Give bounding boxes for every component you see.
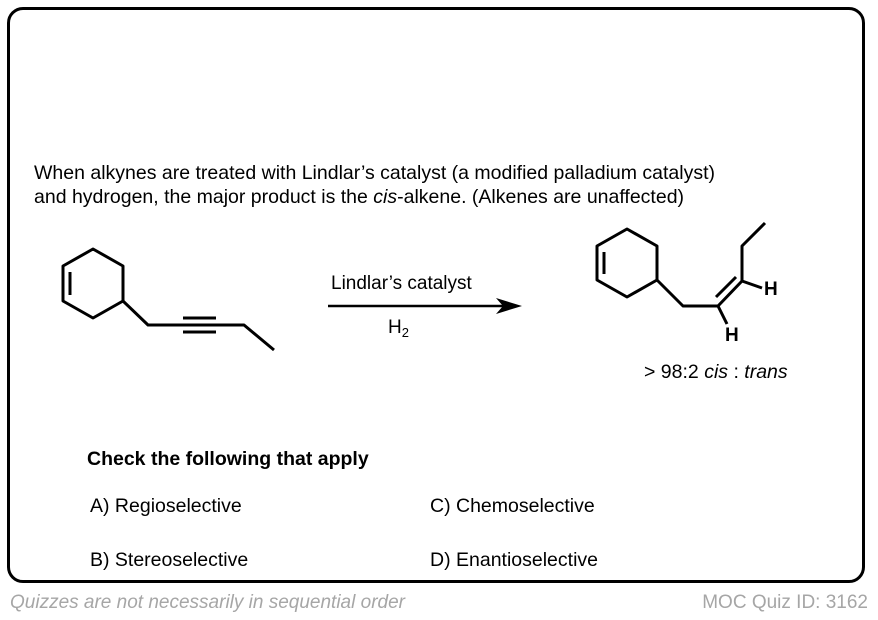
quiz-card <box>7 7 865 583</box>
reagent-hydrogen-subscript: 2 <box>401 325 409 340</box>
reagent-hydrogen-symbol: H <box>388 317 402 338</box>
reagent-catalyst-label: Lindlar’s catalyst <box>331 273 472 294</box>
product-hydrogen-2: H <box>725 325 739 346</box>
product-h-bond-1 <box>741 279 763 290</box>
question-prompt: Check the following that apply <box>87 448 369 470</box>
intro-line-2-start: and hydrogen, the major product is the <box>34 186 374 208</box>
intro-line-2: and hydrogen, the major product is the c… <box>34 185 715 209</box>
ratio-cis: cis <box>704 361 729 383</box>
reaction-arrow <box>328 298 522 314</box>
option-b-stereoselective[interactable]: B) Stereoselective <box>90 549 249 571</box>
quiz-id: MOC Quiz ID: 3162 <box>702 592 868 613</box>
reagent-hydrogen-label: H2 <box>388 317 409 340</box>
reactant-side-chain <box>121 299 275 352</box>
intro-line-1: When alkynes are treated with Lindlar’s … <box>34 162 716 184</box>
intro-line-2-end: -alkene. (Alkenes are unaffected) <box>397 186 685 208</box>
intro-text: When alkynes are treated with Lindlar’s … <box>34 161 715 209</box>
cis-trans-ratio: > 98:2 cis : trans <box>644 361 788 384</box>
product-alkene-double-bond <box>714 275 738 299</box>
ratio-separator: : <box>728 361 745 383</box>
option-a-regioselective[interactable]: A) Regioselective <box>90 495 242 517</box>
reactant-cyclohexene-ring <box>61 247 125 320</box>
product-structure <box>595 221 767 325</box>
footer-note: Quizzes are not necessarily in sequentia… <box>10 592 405 613</box>
product-h-bond-2 <box>716 305 729 325</box>
ratio-value: > 98:2 <box>644 361 705 383</box>
option-d-enantioselective[interactable]: D) Enantioselective <box>430 549 598 571</box>
product-side-chain <box>655 221 767 308</box>
product-cyclohexene-ring <box>595 227 659 299</box>
product-hydrogen-1: H <box>764 279 778 300</box>
arrowhead-icon <box>496 298 522 314</box>
ratio-trans: trans <box>744 361 788 383</box>
option-c-chemoselective[interactable]: C) Chemoselective <box>430 495 595 517</box>
reactant-structure <box>61 247 275 352</box>
intro-cis-italic: cis <box>373 186 398 208</box>
